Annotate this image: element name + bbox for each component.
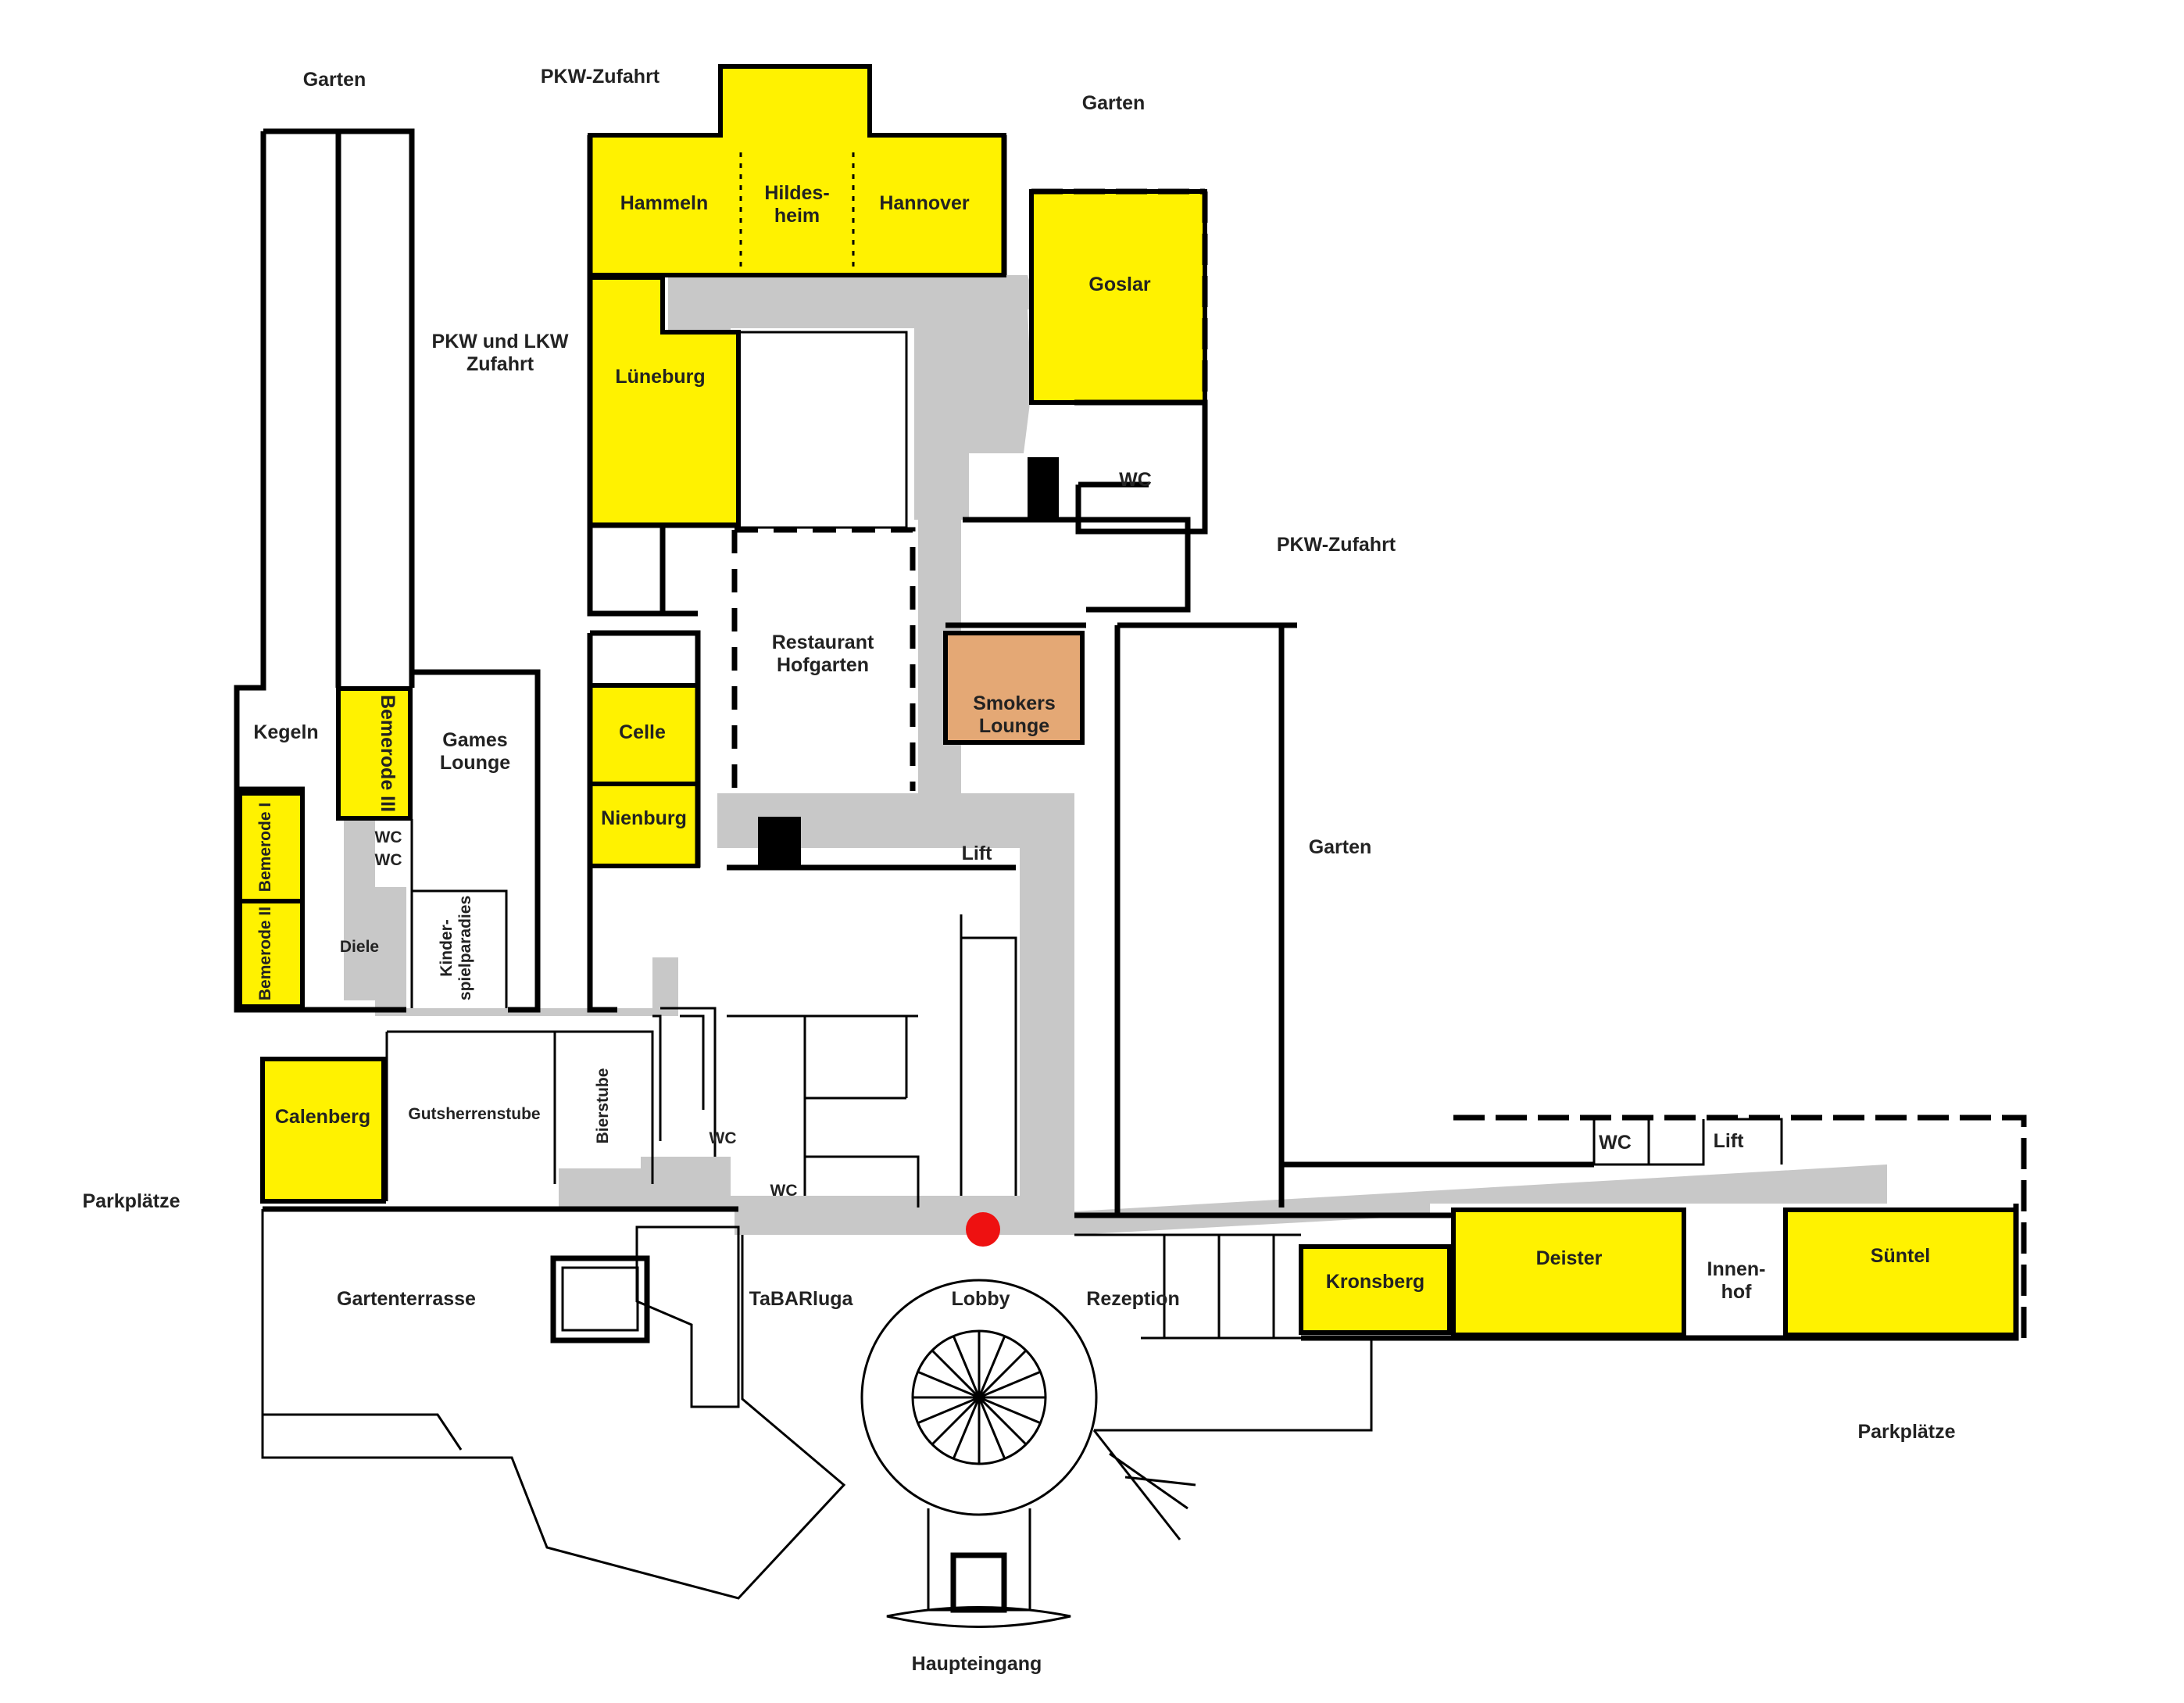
label-parkplaetze-left: Parkplätze xyxy=(82,1190,180,1212)
label-suentel: Süntel xyxy=(1871,1245,1930,1267)
wall-stair-black xyxy=(758,817,801,865)
wall-rezeption-south xyxy=(1094,1336,1373,1432)
room-shape-bemerode-2 xyxy=(238,899,305,1009)
label-diele: Diele xyxy=(340,938,379,956)
wall-east-wing-north xyxy=(1453,1114,2027,1344)
label-garten-right: Garten xyxy=(1309,836,1372,858)
room-shape-hildesheim xyxy=(588,64,1006,277)
label-kegeln: Kegeln xyxy=(253,721,318,743)
wall-east-long xyxy=(1278,629,1594,1168)
wall-celle-block xyxy=(587,630,701,1013)
meeting-room-shapes xyxy=(238,64,2018,1337)
corridor-north xyxy=(668,275,1039,340)
wall-pool xyxy=(550,1255,650,1343)
label-pkw-zufahrt-top: PKW-Zufahrt xyxy=(541,66,660,88)
label-lift-center: Lift xyxy=(962,843,993,864)
label-lift-east: Lift xyxy=(1714,1130,1745,1152)
facility-labels: WC WC WC WC WC WC Lift Lift xyxy=(375,469,1745,1200)
wall-east-wing-rooms xyxy=(1592,1118,1783,1166)
wall-games-lounge xyxy=(412,669,541,1013)
label-bierstube: Bierstube xyxy=(594,1068,612,1144)
label-hildesheim: Hildes-heim xyxy=(764,182,829,227)
wall-rezeption xyxy=(1074,1233,1301,1340)
room-shape-bemerode-1 xyxy=(238,791,305,903)
wall-gutsherrenstube xyxy=(385,1030,654,1201)
corridor-west xyxy=(344,793,678,1016)
wall-pool-inner xyxy=(561,1266,639,1332)
room-shape-smokers-lounge xyxy=(943,631,1085,745)
label-innenhof: Innen-hof xyxy=(1707,1258,1766,1303)
staircase-center xyxy=(974,1393,984,1402)
room-shape-bemerode-3 xyxy=(336,686,413,821)
corridor-middle-horizontal xyxy=(717,793,1074,1215)
label-gartenterrasse: Gartenterrasse xyxy=(337,1288,476,1310)
wall-east-wing-south xyxy=(1301,1204,2019,1341)
room-shape-kronsberg xyxy=(1299,1244,1452,1335)
meeting-room-labels: Hammeln Hildes-heim Hannover Goslar Lüne… xyxy=(256,182,1930,1293)
label-parkplaetze-right: Parkplätze xyxy=(1857,1421,1955,1443)
label-wc-east: WC xyxy=(1599,1132,1632,1154)
label-hannover: Hannover xyxy=(879,192,970,214)
room-shape-suentel xyxy=(1783,1207,2018,1337)
wall-tabarluga xyxy=(635,1225,740,1408)
label-lueneburg: Lüneburg xyxy=(615,366,705,388)
wall-goslar-east xyxy=(1031,188,1208,402)
label-rezeption: Rezeption xyxy=(1086,1288,1179,1310)
label-bemerode-3: Bemerode III xyxy=(377,695,399,812)
label-wc-goslar: WC xyxy=(1119,469,1152,491)
label-kronsberg: Kronsberg xyxy=(1326,1271,1424,1293)
wall-wc-block xyxy=(1074,399,1208,535)
room-shape-deister xyxy=(1451,1207,1686,1337)
label-pkw-zufahrt-right: PKW-Zufahrt xyxy=(1277,534,1396,556)
label-garten-top-right: Garten xyxy=(1082,92,1146,114)
wall-restaurant xyxy=(731,527,916,791)
label-goslar: Goslar xyxy=(1088,274,1150,295)
wall-west-wing xyxy=(234,128,415,1013)
label-calenberg: Calenberg xyxy=(275,1106,370,1128)
label-deister: Deister xyxy=(1536,1247,1603,1269)
label-tabarluga: TaBARluga xyxy=(749,1288,854,1310)
wall-north-block xyxy=(587,135,1007,617)
room-shape-goslar xyxy=(1029,189,1207,405)
label-wc-bemerode-2: WC xyxy=(375,851,402,869)
wall-lower-west xyxy=(261,1209,846,1600)
wall-entrance-canopy xyxy=(886,1606,1071,1628)
label-celle: Celle xyxy=(619,721,666,743)
label-haupteingang: Haupteingang xyxy=(912,1653,1042,1675)
label-garten-top-left: Garten xyxy=(303,69,366,91)
label-nienburg: Nienburg xyxy=(601,807,687,829)
label-hammeln: Hammeln xyxy=(620,192,709,214)
you-are-here-marker xyxy=(966,1212,1000,1247)
label-gutsherrenstube: Gutsherrenstube xyxy=(408,1105,540,1123)
wall-lobby-circle xyxy=(860,1279,1098,1516)
wall-kinderspiel xyxy=(410,819,508,1008)
wall-garden-east xyxy=(1114,622,1285,1215)
walls xyxy=(234,128,2027,1628)
wall-entrance-stairs xyxy=(1092,1429,1196,1540)
label-lobby: Lobby xyxy=(952,1288,1010,1310)
wall-entrance xyxy=(927,1508,1031,1612)
wall-courtyard xyxy=(738,331,908,529)
label-bemerode-1: Bemerode I xyxy=(256,803,274,892)
label-kinderspielparadies: Kinder-spielparadies xyxy=(438,896,474,1000)
wall-entrance-doors xyxy=(950,1552,1007,1613)
corridor-south xyxy=(559,1157,1887,1235)
room-shape-calenberg xyxy=(260,1057,386,1204)
wall-south-corridor xyxy=(263,1206,1453,1218)
label-bemerode-2: Bemerode II xyxy=(256,907,274,1000)
label-wc-kitchen-2: WC xyxy=(770,1182,798,1200)
wall-bierstube-block xyxy=(652,1007,717,1157)
wall-kitchen xyxy=(727,914,1017,1207)
room-shape-nienburg xyxy=(588,782,700,868)
label-wc-kitchen-1: WC xyxy=(710,1129,737,1147)
wall-black-block xyxy=(1028,457,1059,520)
label-wc-bemerode-1: WC xyxy=(375,828,402,846)
